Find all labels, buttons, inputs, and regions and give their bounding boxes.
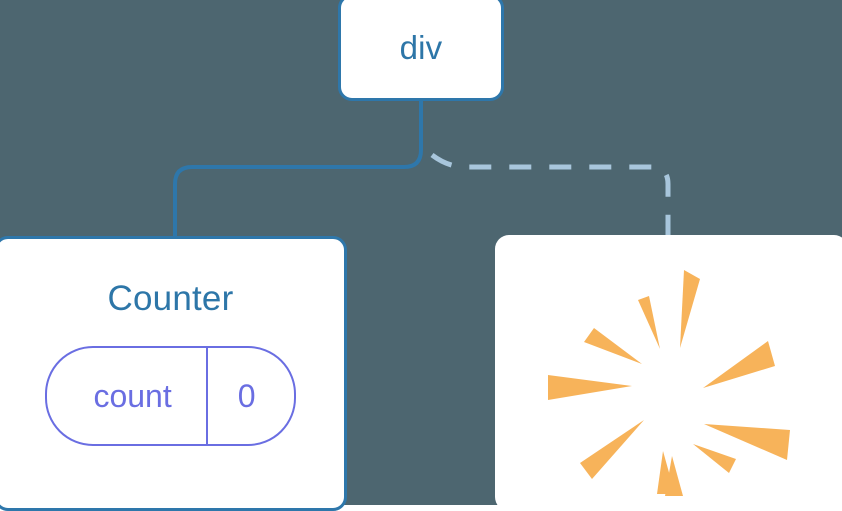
node-div[interactable]: div (338, 0, 504, 101)
starburst-icon (547, 270, 790, 496)
edge-div-to-effect (430, 152, 671, 237)
node-effect[interactable] (495, 235, 842, 511)
edge-div-to-counter (173, 101, 423, 238)
state-badge-count[interactable]: count 0 (45, 346, 296, 446)
state-value-label: 0 (205, 348, 294, 444)
node-counter[interactable]: Counter count 0 (0, 236, 347, 511)
node-div-title: div (399, 29, 443, 66)
state-key-label: count (93, 378, 172, 414)
node-counter-title: Counter (107, 279, 234, 318)
